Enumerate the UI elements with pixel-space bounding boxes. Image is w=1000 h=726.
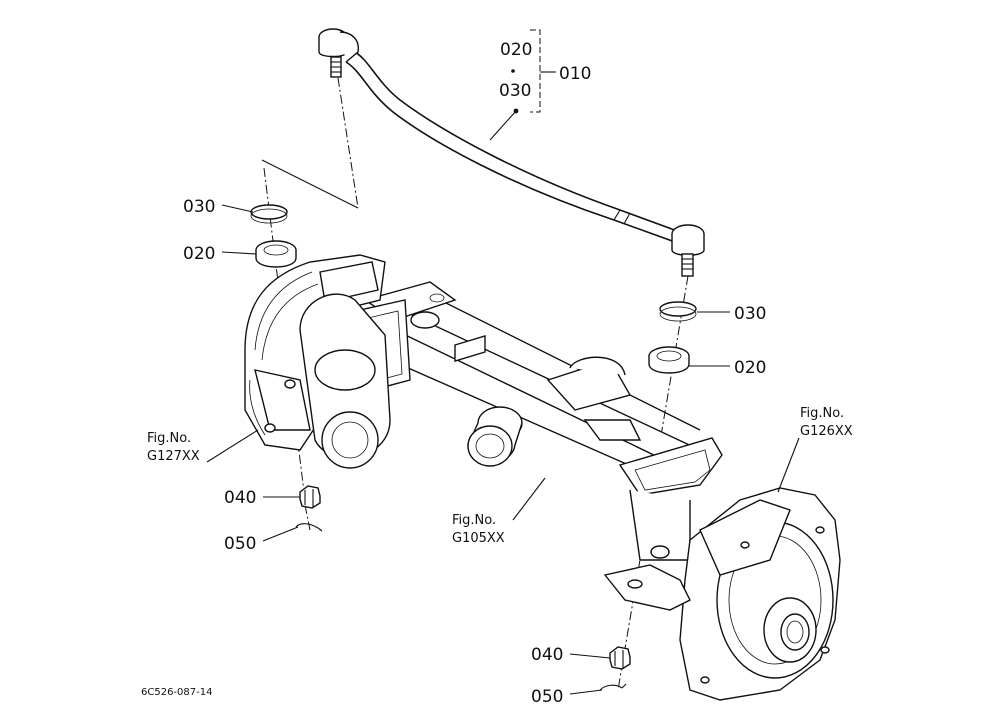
- callout-right-seal-bottom: 020: [734, 358, 766, 378]
- assembly-bracket: [489, 29, 556, 141]
- callout-left-seal-top: 030: [183, 197, 215, 217]
- tie-rod-assembly: [318, 28, 705, 277]
- castle-nut-right: [609, 646, 631, 670]
- callout-right-seal-top: 030: [734, 304, 766, 324]
- fig-ref-right-line1: Fig.No.: [800, 406, 844, 421]
- tie-rod-end-right: [671, 224, 705, 277]
- right-gear-housing: [603, 487, 841, 701]
- seal-left-020: [255, 240, 297, 268]
- callout-right-nut: 040: [531, 645, 563, 665]
- fig-ref-center-line1: Fig.No.: [452, 513, 496, 528]
- callout-labels: 020 030 010 030 020 030 020 040 050 040 …: [183, 40, 766, 707]
- callout-left-nut: 040: [224, 488, 256, 508]
- fig-ref-left-line1: Fig.No.: [147, 431, 191, 446]
- callout-right-pin: 050: [531, 687, 563, 707]
- front-axle-case: [359, 281, 723, 561]
- tie-rod-end-left: [318, 28, 359, 78]
- callout-tie-rod-lower: 030: [499, 81, 531, 101]
- figure-references: Fig.No. G127XX Fig.No. G105XX Fig.No. G1…: [147, 406, 853, 546]
- leader-lines: [206, 204, 800, 695]
- seal-right-020: [648, 346, 690, 374]
- fig-ref-center-line2: G105XX: [452, 531, 505, 546]
- fig-ref-right-line2: G126XX: [800, 424, 853, 439]
- cotter-pin-right: [599, 683, 627, 691]
- callout-left-seal-bottom: 020: [183, 244, 215, 264]
- seal-left-030: [250, 204, 288, 224]
- seal-right-030: [659, 301, 697, 322]
- drawing-code: 6C526-087-14: [141, 687, 212, 698]
- callout-tie-rod-upper: 020: [500, 40, 532, 60]
- fig-ref-left-line2: G127XX: [147, 449, 200, 464]
- castle-nut-left: [299, 485, 321, 509]
- callout-tie-rod-assy: 010: [559, 64, 591, 84]
- cotter-pin-left: [295, 523, 323, 532]
- left-gear-housing: [244, 254, 391, 469]
- callout-left-pin: 050: [224, 534, 256, 554]
